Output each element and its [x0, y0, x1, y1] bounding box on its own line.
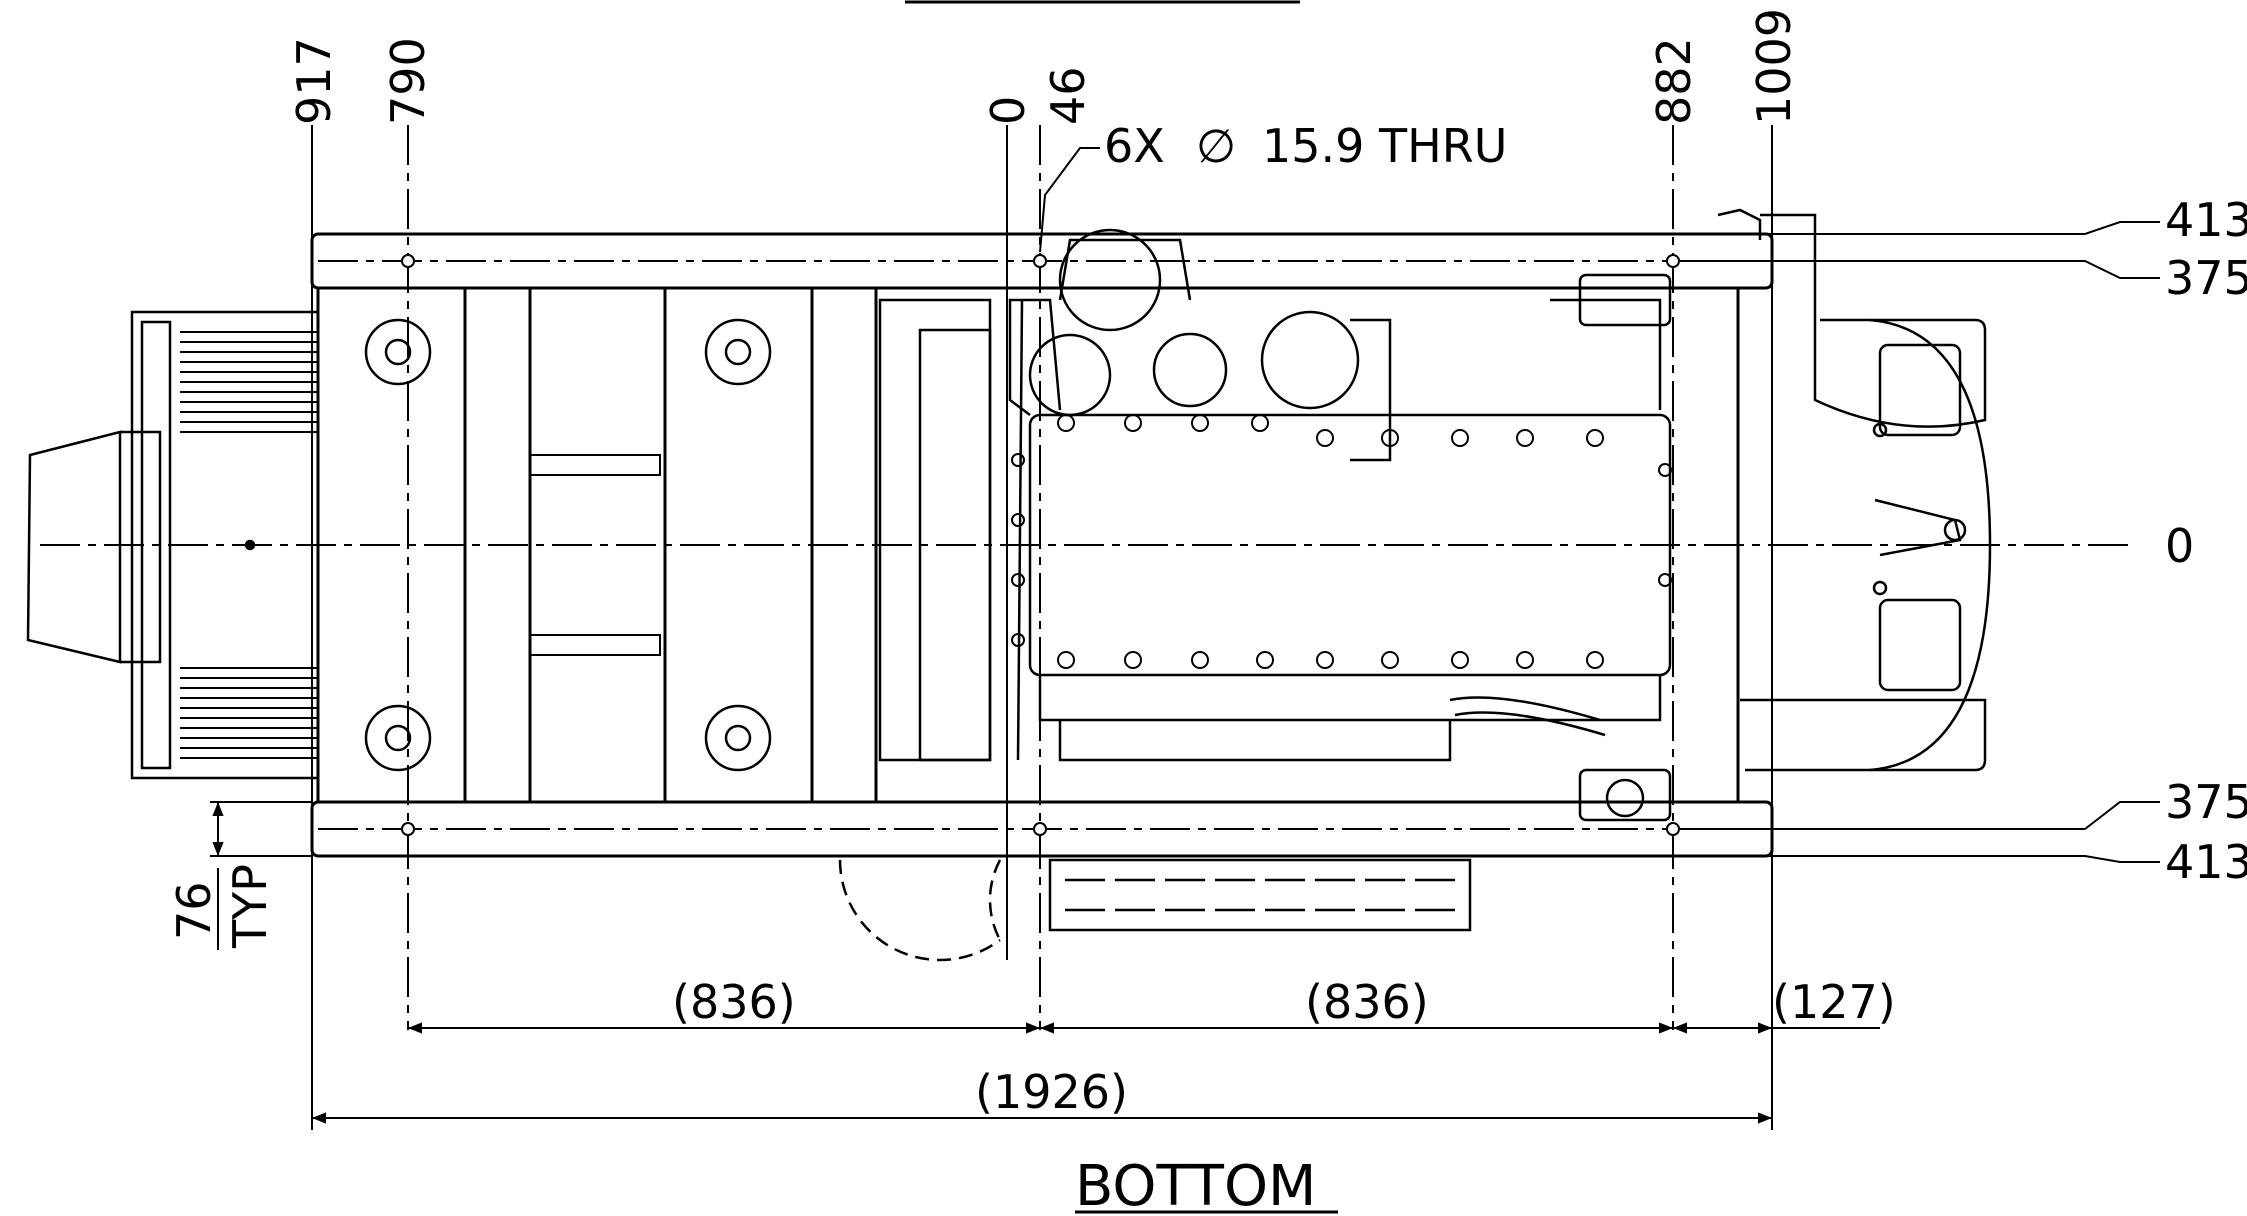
base-frame	[310, 232, 1774, 858]
radiator	[1717, 208, 1992, 772]
cooling-fins-bottom	[180, 667, 318, 759]
dim-790: 790	[381, 37, 435, 125]
engine-block	[838, 228, 1672, 962]
dim-typ: TYP	[223, 864, 277, 949]
dim-46: 46	[1041, 66, 1095, 125]
mounting-holes	[401, 254, 1680, 836]
cooling-fins-top	[180, 331, 318, 433]
dim-413-top: 413	[2165, 193, 2247, 247]
engine-bolts	[1011, 414, 1672, 669]
dim-127: (127)	[1772, 975, 1896, 1029]
dim-1009: 1009	[1747, 8, 1801, 125]
mounting-pads	[364, 318, 772, 772]
hole-note-count: 6X	[1104, 119, 1165, 173]
dim-836-right: (836)	[1305, 975, 1429, 1029]
dim-917: 917	[287, 37, 341, 125]
dim-375-bottom: 375	[2165, 775, 2247, 829]
dimension-lines	[210, 125, 2160, 1130]
dim-882: 882	[1647, 37, 1701, 125]
dim-0-vertical: 0	[981, 96, 1035, 125]
dim-76: 76	[167, 881, 221, 940]
dim-836-left: (836)	[672, 975, 796, 1029]
alternator	[26, 310, 320, 780]
view-title: BOTTOM	[1075, 1154, 1316, 1216]
dim-1926: (1926)	[975, 1065, 1128, 1119]
dim-375-top: 375	[2165, 251, 2247, 305]
dim-413-bottom: 413	[2165, 835, 2247, 889]
diameter-symbol: ∅	[1196, 119, 1236, 173]
dim-0-horizontal: 0	[2165, 519, 2194, 573]
centerlines	[40, 125, 2130, 1030]
hole-note-spec: 15.9 THRU	[1262, 119, 1507, 173]
